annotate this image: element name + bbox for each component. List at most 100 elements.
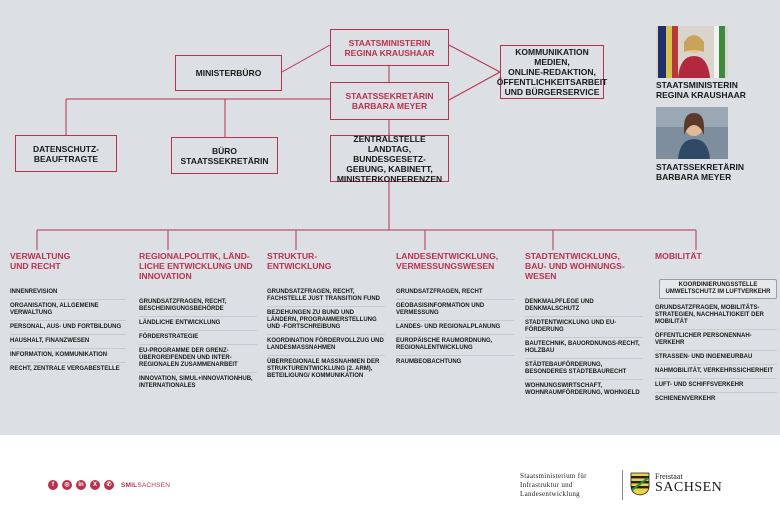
department-title: Struktur-entwicklung bbox=[267, 251, 385, 271]
unit-item: Grundsatzfragen, Recht, Fachstelle Just … bbox=[267, 289, 385, 307]
department-title: Landesentwicklung,Vermessungswesen bbox=[396, 251, 514, 271]
unit-item: Schienenverkehr bbox=[655, 396, 716, 402]
minister-photo bbox=[656, 26, 728, 78]
social-handle-rest: SACHSEN bbox=[137, 481, 171, 489]
ministry-name: Staatsministerium für Infrastruktur und … bbox=[520, 472, 616, 499]
datenschutz-box: Datenschutz- beauftragte bbox=[15, 135, 117, 172]
unit-item: Förderstrategie bbox=[139, 334, 257, 345]
coordination-unit-box: Koordinierungsstelle Umweltschutz im Luf… bbox=[659, 279, 777, 299]
unit-item: Innovation, SIMUL+Innovationhub, Interna… bbox=[139, 376, 253, 389]
unit-item: Geobasisinformation und Vermessung bbox=[396, 303, 514, 321]
department-column: Regionalpolitik, Länd-liche Entwicklung … bbox=[139, 251, 257, 396]
department-title-line: Regionalpolitik, Länd- bbox=[139, 251, 250, 261]
kommunikation-box: Kommunikation Medien, Online-Redaktion, … bbox=[497, 45, 607, 99]
org-chart: Staatsministerin Regina Kraushaar Minist… bbox=[0, 0, 780, 435]
social-handle-bold: SMIL bbox=[121, 481, 138, 489]
kommunikation-line: Medien, bbox=[534, 57, 570, 67]
datenschutz-line: beauftragte bbox=[33, 153, 99, 164]
minister-title: Staatsministerin bbox=[348, 37, 431, 48]
unit-item: Stadtentwicklung und EU-Förderung bbox=[525, 320, 643, 338]
department-column: Stadtentwicklung,Bau- und Wohnungs-wesen… bbox=[525, 251, 643, 403]
unit-item: Überregionale Maßnahmen der Strukturentw… bbox=[267, 359, 380, 379]
kommunikation-line: Kommunikation bbox=[515, 47, 589, 57]
secretary-photo bbox=[656, 107, 728, 159]
unit-item: Nahmobilität, Verkehrssicherheit bbox=[655, 368, 777, 379]
unit-item: Recht, zentrale Vergabestelle bbox=[10, 366, 120, 372]
kommunikation-line: Öffentlichkeitsarbeit bbox=[496, 77, 608, 87]
buero-ss-line: Staatssekretärin bbox=[180, 155, 269, 166]
unit-item: Denkmalpflege und Denkmalschutz bbox=[525, 299, 643, 317]
kommunikation-line: Online-Redaktion, bbox=[508, 67, 596, 77]
ministry-line: Infrastruktur und bbox=[520, 481, 573, 489]
ministry-line: Landesentwicklung bbox=[520, 490, 580, 498]
department-title: Mobilität bbox=[655, 251, 777, 271]
department-title-line: Verwaltung bbox=[10, 251, 71, 261]
department-title-line: entwicklung bbox=[267, 261, 332, 271]
unit-item: Öffentlicher Personennah-verkehr bbox=[655, 333, 777, 351]
department-title-line: Stadtentwicklung, bbox=[525, 251, 620, 261]
department-title-line: liche Entwicklung und bbox=[139, 261, 253, 271]
minister-box: Staatsministerin Regina Kraushaar bbox=[330, 29, 449, 66]
sachsen-label: SACHSEN bbox=[655, 480, 723, 495]
social-handle: SMILSACHSEN bbox=[121, 482, 170, 489]
department-title: Regionalpolitik, Länd-liche Entwicklung … bbox=[139, 251, 257, 281]
instagram-icon[interactable]: ◎ bbox=[62, 480, 72, 490]
unit-item: Luft- und Schiffsverkehr bbox=[655, 382, 777, 393]
department-column: Struktur-entwicklungGrundsatzfragen, Rec… bbox=[267, 251, 385, 386]
saxony-coat-of-arms-icon bbox=[630, 472, 650, 496]
unit-item: Straßen- und Ingenieurbau bbox=[655, 354, 777, 365]
department-title-line: Bau- und Wohnungs- bbox=[525, 261, 625, 271]
buero-ss-line: Büro bbox=[211, 145, 238, 156]
zentralstelle-line: gebung, Kabinett, bbox=[346, 163, 433, 174]
unit-item: Innenrevision bbox=[10, 289, 126, 300]
zentralstelle-line: Landtag, Bundesgesetz- bbox=[353, 143, 426, 164]
department-title-line: Vermessungswesen bbox=[396, 261, 495, 271]
caption-line: Regina Kraushaar bbox=[656, 90, 746, 100]
secretary-box: Staatssekretärin Barbara Meyer bbox=[330, 82, 449, 120]
freistaat-label: Freistaat bbox=[655, 472, 683, 481]
unit-item: Haushalt, Finanzwesen bbox=[10, 338, 126, 349]
social-links: f ◎ in X ✆ SMILSACHSEN bbox=[48, 480, 170, 490]
department-title-line: Innovation bbox=[139, 271, 192, 281]
buero-staatssekretaerin-box: Büro Staatssekretärin bbox=[171, 137, 278, 174]
department-title-line: wesen bbox=[525, 271, 557, 281]
connector-lines bbox=[36, 44, 697, 250]
unit-item: Europäische Raumordnung, Regionalentwick… bbox=[396, 338, 514, 356]
unit-item: Raumbeobachtung bbox=[396, 359, 462, 365]
department-title-line: Landesentwicklung, bbox=[396, 251, 499, 261]
unit-item: Wohnungswirtschaft, Wohnraumförderung, W… bbox=[525, 383, 640, 396]
x-icon[interactable]: X bbox=[90, 480, 100, 490]
department-title-line: Struktur- bbox=[267, 251, 318, 261]
unit-item: EU-Programme der Grenz-übergreifenden un… bbox=[139, 348, 257, 373]
unit-item: Ländliche Entwicklung bbox=[139, 320, 257, 331]
secretary-name: Barbara Meyer bbox=[351, 101, 428, 111]
unit-item: Koordination Fördervollzug und Landesmaß… bbox=[267, 338, 385, 356]
secretary-photo-caption: Staatssekretärin Barbara Meyer bbox=[656, 162, 744, 182]
linkedin-icon[interactable]: in bbox=[76, 480, 86, 490]
department-column: MobilitätKoordinierungsstelle Umweltschu… bbox=[655, 251, 777, 409]
unit-item: Personal, Aus- und Fortbildung bbox=[10, 324, 126, 335]
kommunikation-line: und Bürgerservice bbox=[504, 87, 600, 97]
zentralstelle-line: Zentralstelle bbox=[353, 133, 426, 144]
ministerbuero-box: Ministerbüro bbox=[175, 55, 282, 91]
ministerbuero-label: Ministerbüro bbox=[195, 68, 262, 78]
zentralstelle-line: Ministerkonferenzen bbox=[336, 173, 443, 184]
ministry-line: Staatsministerium für bbox=[520, 472, 587, 480]
minister-name: Regina Kraushaar bbox=[344, 47, 435, 58]
facebook-icon[interactable]: f bbox=[48, 480, 58, 490]
department-title-line: und Recht bbox=[10, 261, 61, 271]
unit-item: Landes- und Regionalplanung bbox=[396, 324, 514, 335]
department-title: Stadtentwicklung,Bau- und Wohnungs-wesen bbox=[525, 251, 643, 281]
department-title-line: Mobilität bbox=[655, 251, 702, 261]
department-title: Verwaltungund Recht bbox=[10, 251, 126, 271]
datenschutz-line: Datenschutz- bbox=[33, 143, 99, 154]
footer-divider bbox=[622, 470, 623, 500]
department-column: Landesentwicklung,VermessungswesenGrunds… bbox=[396, 251, 514, 372]
whatsapp-icon[interactable]: ✆ bbox=[104, 480, 114, 490]
department-column: Verwaltungund RechtInnenrevisionOrganisa… bbox=[10, 251, 126, 379]
unit-item: Beziehungen zu Bund und Ländern, Program… bbox=[267, 310, 385, 335]
unit-item: Städtebauförderung, Besonderes Städtebau… bbox=[525, 362, 643, 380]
secretary-title: Staatssekretärin bbox=[345, 91, 434, 101]
unit-item: Grundsatzfragen, Mobilitäts-strategien, … bbox=[655, 305, 777, 330]
caption-line: Barbara Meyer bbox=[656, 172, 732, 182]
